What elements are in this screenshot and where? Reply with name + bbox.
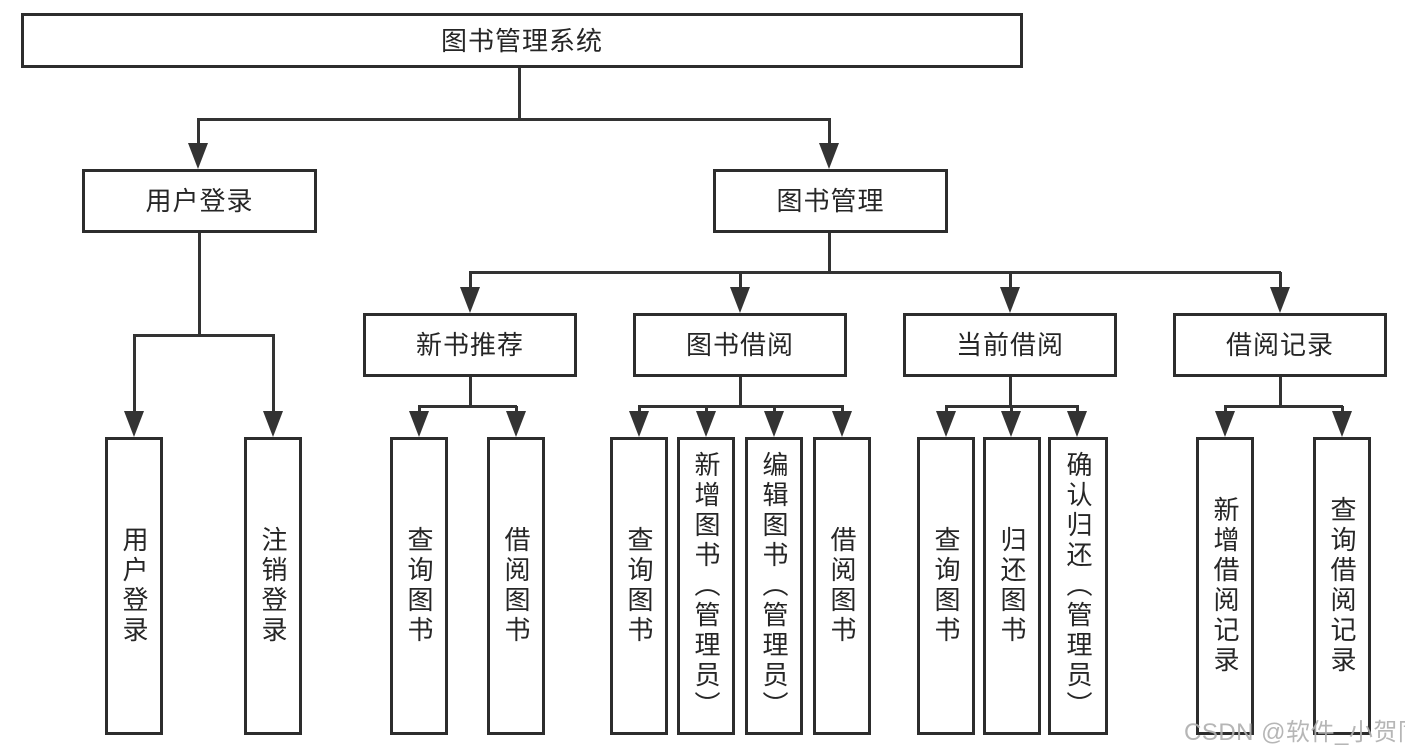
connector-arrowhead [1000, 287, 1020, 313]
connector-arrowhead [124, 411, 144, 437]
leaf-user-login: 用户登录 [105, 437, 163, 735]
connector-line [418, 406, 421, 414]
connector-arrowhead [629, 411, 649, 437]
connector-line [945, 406, 948, 414]
connector-line [841, 406, 844, 414]
connector-line [739, 377, 742, 408]
connector-line [773, 406, 776, 414]
connector-arrowhead [1001, 411, 1021, 437]
leaf-br-query-record: 查询借阅记录 [1313, 437, 1371, 735]
connector-arrowhead [460, 287, 480, 313]
connector-line [1076, 406, 1079, 414]
leaf-bb-edit-book: 编辑图书（管理员） [745, 437, 803, 735]
connector-arrowhead [263, 411, 283, 437]
connector-line [515, 406, 518, 414]
connector-arrowhead [832, 411, 852, 437]
connector-arrowhead [819, 143, 839, 169]
node-root: 图书管理系统 [21, 13, 1023, 68]
connector-line [418, 405, 517, 408]
connector-arrowhead [1332, 411, 1352, 437]
connector-line [1279, 377, 1282, 408]
connector-arrowhead [1067, 411, 1087, 437]
connector-line [638, 406, 641, 414]
node-borrow-record: 借阅记录 [1173, 313, 1387, 377]
leaf-bb-borrow-book: 借阅图书 [813, 437, 871, 735]
connector-line [1009, 272, 1012, 290]
leaf-br-add-record: 新增借阅记录 [1196, 437, 1254, 735]
connector-line [1224, 406, 1227, 414]
connector-line [272, 334, 275, 414]
leaf-bb-query-book: 查询图书 [610, 437, 668, 735]
connector-line [198, 233, 201, 336]
connector-line [1341, 406, 1344, 414]
leaf-cb-query-book: 查询图书 [917, 437, 975, 735]
connector-arrowhead [188, 143, 208, 169]
connector-line [197, 118, 200, 146]
node-book-management: 图书管理 [713, 169, 948, 233]
connector-line [133, 334, 136, 414]
connector-line [469, 272, 472, 290]
node-book-borrow: 图书借阅 [633, 313, 847, 377]
connector-line [739, 272, 742, 290]
connector-arrowhead [409, 411, 429, 437]
connector-line [1224, 405, 1343, 408]
node-current-borrow: 当前借阅 [903, 313, 1117, 377]
leaf-nb-borrow-book: 借阅图书 [487, 437, 545, 735]
connector-line [1009, 377, 1012, 408]
connector-arrowhead [936, 411, 956, 437]
connector-arrowhead [506, 411, 526, 437]
connector-line [197, 118, 831, 121]
node-user-login: 用户登录 [82, 169, 317, 233]
leaf-logout: 注销登录 [244, 437, 302, 735]
connector-line [1279, 272, 1282, 290]
connector-line [638, 405, 844, 408]
connector-line [828, 233, 831, 274]
node-new-book-recommend: 新书推荐 [363, 313, 577, 377]
leaf-cb-confirm-return: 确认归还（管理员） [1048, 437, 1108, 735]
connector-arrowhead [1215, 411, 1235, 437]
connector-arrowhead [764, 411, 784, 437]
connector-line [828, 118, 831, 146]
connector-line [1010, 406, 1013, 414]
leaf-bb-add-book: 新增图书（管理员） [677, 437, 735, 735]
connector-arrowhead [696, 411, 716, 437]
connector-line [518, 68, 521, 120]
connector-line [705, 406, 708, 414]
leaf-cb-return-book: 归还图书 [983, 437, 1041, 735]
csdn-watermark: CSDN @软件_小贺同学 [1184, 719, 1405, 746]
connector-line [469, 271, 1281, 274]
leaf-nb-query-book: 查询图书 [390, 437, 448, 735]
connector-line [133, 334, 274, 337]
connector-arrowhead [730, 287, 750, 313]
connector-line [469, 377, 472, 408]
connector-arrowhead [1270, 287, 1290, 313]
